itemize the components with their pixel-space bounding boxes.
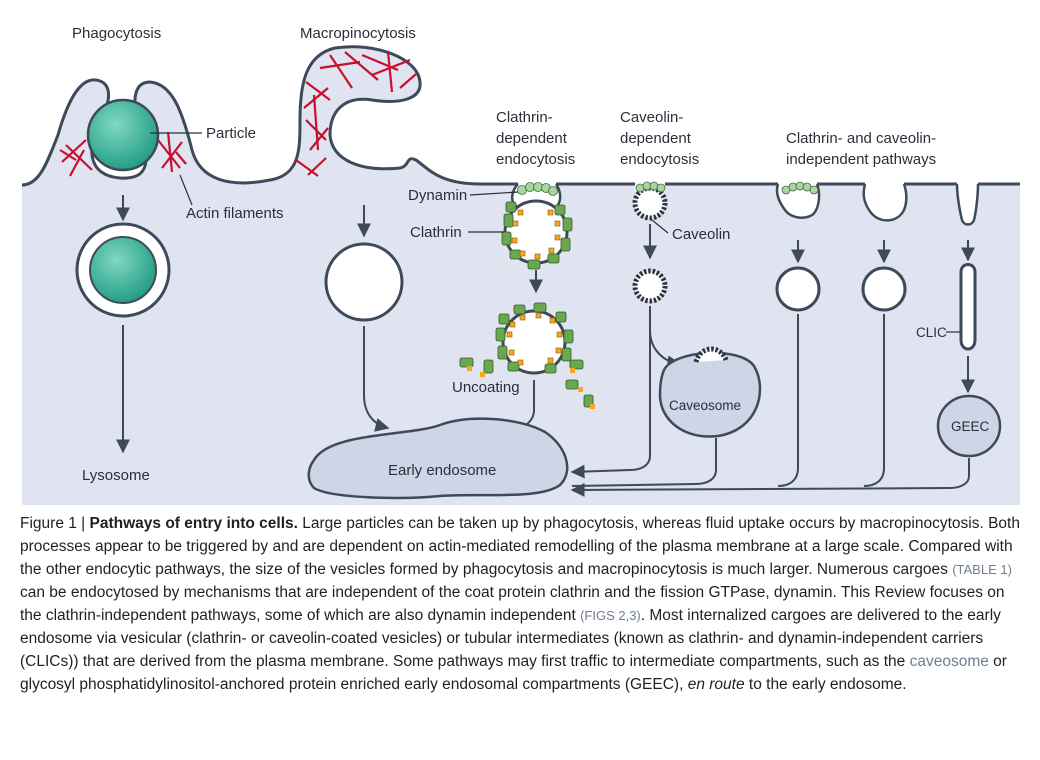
label-caveosome: Caveosome — [669, 398, 741, 413]
label-clic: CLIC — [916, 325, 947, 340]
label-independent-2: independent pathways — [786, 151, 936, 168]
released-clathrin-icon — [459, 357, 595, 409]
clathrin-coated-pit — [501, 182, 573, 270]
actin-filament-icon — [59, 131, 187, 177]
caption-italic: en route — [687, 676, 745, 693]
caption-text-1: Large particles can be taken up by phago… — [20, 515, 1020, 578]
dynamin-collar-icon — [781, 181, 819, 195]
label-caveolin-dependent-3: endocytosis — [620, 151, 699, 168]
label-geec: GEEC — [951, 419, 990, 434]
label-early-endosome: Early endosome — [388, 462, 496, 479]
label-caveolin-dependent-2: dependent — [620, 130, 692, 147]
label-clathrin-dependent-3: endocytosis — [496, 151, 575, 168]
macropinosome — [324, 242, 404, 322]
independent-vesicle-1 — [775, 266, 821, 312]
label-clathrin-dependent-1: Clathrin- — [496, 109, 553, 126]
label-actin-filaments: Actin filaments — [186, 205, 284, 222]
particle-icon — [86, 98, 160, 172]
caveosome — [658, 346, 762, 438]
label-phagocytosis: Phagocytosis — [72, 25, 161, 42]
caveolar-vesicle — [632, 268, 668, 304]
caption-figure-label: Figure 1 | — [20, 515, 90, 532]
label-clathrin: Clathrin — [410, 224, 462, 241]
phagosome-particle-icon — [89, 236, 157, 304]
label-dynamin: Dynamin — [408, 187, 467, 204]
caveolae — [632, 181, 668, 221]
caption-text-5: to the early endosome. — [744, 676, 907, 693]
label-clathrin-dependent-2: dependent — [496, 130, 568, 147]
label-lysosome: Lysosome — [82, 467, 150, 484]
cytoplasm-membrane — [22, 46, 1020, 505]
label-caveolin: Caveolin — [672, 226, 730, 243]
geec — [936, 394, 1002, 458]
endocytosis-diagram: Phagocytosis Macropinocytosis Particle A… — [21, 25, 1020, 505]
label-independent-1: Clathrin- and caveolin- — [786, 130, 936, 147]
label-macropinocytosis: Macropinocytosis — [300, 25, 416, 42]
caption-ref-figs[interactable]: (FIGS 2,3) — [580, 608, 641, 623]
actin-filament-icon — [295, 51, 417, 177]
figure-caption: Figure 1 | Pathways of entry into cells.… — [20, 512, 1025, 696]
caption-ref-table1[interactable]: (TABLE 1) — [952, 562, 1012, 577]
label-particle: Particle — [206, 125, 256, 142]
label-caveolin-dependent-1: Caveolin- — [620, 109, 683, 126]
caption-text-3: . Most internalized cargoes are delivere… — [20, 607, 1001, 670]
caption-title: Pathways of entry into cells. — [89, 515, 298, 532]
caption-ref-caveosome[interactable]: caveosome — [909, 653, 989, 670]
early-endosome — [307, 417, 569, 500]
caption-text-4: or glycosyl phosphatidylinositol-anchore… — [20, 653, 1007, 693]
caption-text-2: can be endocytosed by mechanisms that ar… — [20, 584, 1005, 624]
clathrin-coated-vesicle — [495, 302, 574, 375]
clic-tubule — [959, 263, 977, 351]
label-uncoating: Uncoating — [452, 379, 520, 396]
independent-vesicle-2 — [861, 266, 907, 312]
